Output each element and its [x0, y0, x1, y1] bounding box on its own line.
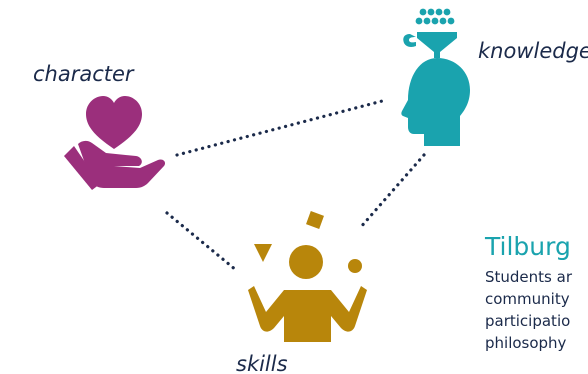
- side-body-line: participatio: [485, 312, 571, 330]
- connector-character-knowledge: [175, 98, 388, 157]
- side-body-text: Students ar community participatio philo…: [485, 266, 588, 354]
- side-title: Tilburg: [485, 232, 571, 261]
- side-body-line: community: [485, 290, 570, 308]
- heart-in-hand-icon: [64, 96, 166, 190]
- connector-knowledge-skills: [358, 153, 426, 230]
- character-label: character: [33, 62, 134, 86]
- knowledge-label: knowledge: [478, 39, 588, 63]
- side-body-line: philosophy: [485, 334, 567, 352]
- side-body-line: Students ar: [485, 268, 572, 286]
- connectors: [165, 98, 426, 272]
- skills-label: skills: [236, 352, 288, 374]
- person-juggling-shapes-icon: [248, 211, 367, 342]
- funnel-into-head-icon: [401, 8, 470, 146]
- connector-character-skills: [165, 211, 238, 272]
